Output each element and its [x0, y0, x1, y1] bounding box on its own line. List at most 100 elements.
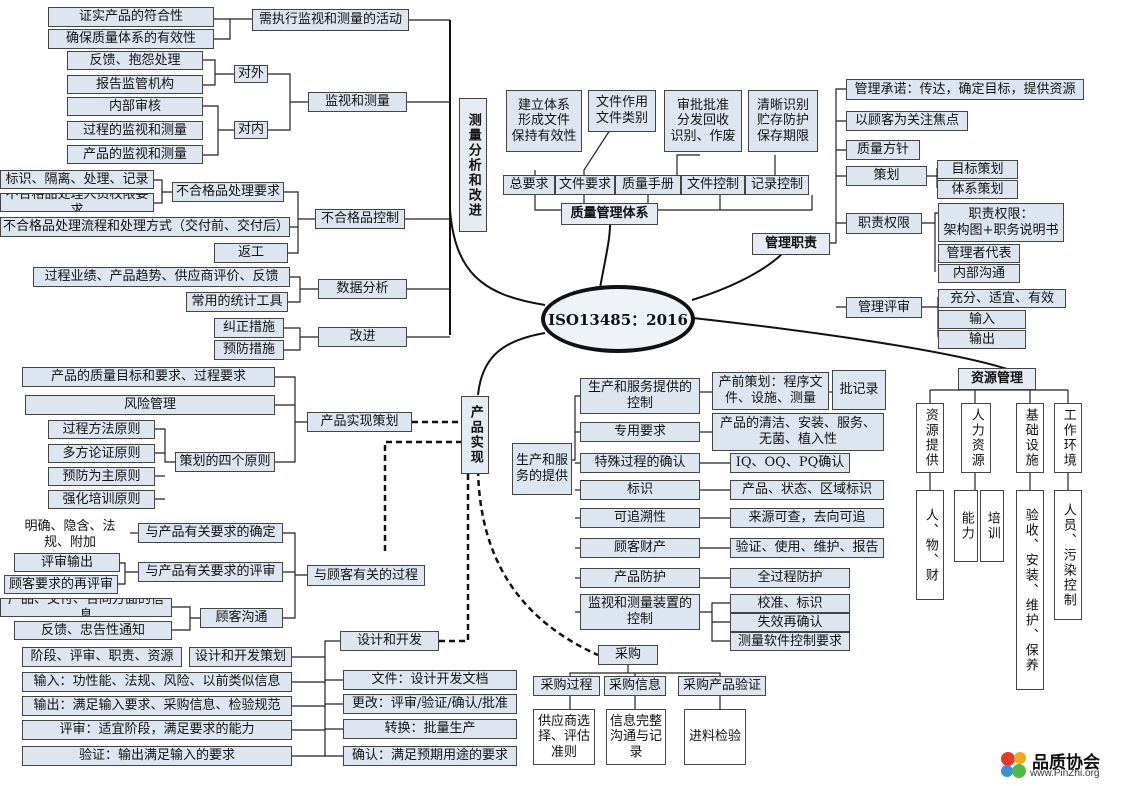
nc-flow: 不合格品处理流程和处理方式（交付前、交付后）: [0, 217, 290, 237]
branch-mgmt: 管理职责: [752, 233, 830, 255]
qms-col-1-items: 建立体系 形成文件 保持有效性: [506, 90, 582, 152]
design-left-4: 评审：适宜阶段，满足要求的能力: [22, 720, 292, 740]
resource-body-4: 人员、污染控制: [1054, 490, 1082, 620]
plan-item-1: 目标策划: [937, 160, 1018, 179]
qms-col-3-label: 质量手册: [615, 175, 681, 195]
production-label: 生产和服务的提供: [512, 443, 572, 495]
planning-item-1: 产品的质量目标和要求、过程要求: [22, 367, 275, 387]
qms-col-4-items: 审批批准 分发回收 识别、作废: [664, 90, 742, 152]
prod-row-1: 生产和服务提供的控制: [580, 378, 700, 414]
internal-item-1: 内部审核: [67, 97, 203, 116]
prod-row-4-detail: 产品、状态、区域标识: [730, 480, 884, 500]
review-output: 评审输出: [14, 553, 120, 572]
customer-label: 与顾客有关的过程: [307, 565, 425, 586]
customer-determine-note: 明确、隐含、法规、附加: [10, 518, 130, 552]
mgmt-auth: 职责权限: [846, 213, 922, 234]
purchase-body-1: 供应商选择、评估准则: [533, 709, 595, 765]
resource-body-1: 人、物、财: [916, 490, 944, 600]
review-item-2: 输入: [938, 310, 1026, 329]
purchase-head-3: 采购产品验证: [678, 676, 766, 696]
auth-item-1: 职责权限： 架构图+职务说明书: [938, 203, 1064, 242]
activity-item-1: 证实产品的符合性: [48, 7, 214, 27]
review-item-3: 输出: [938, 330, 1026, 349]
prod-row-8: 监视和测量装置的控制: [580, 594, 700, 630]
prod-row-2: 专用要求: [580, 422, 700, 442]
data-item-2: 常用的统计工具: [186, 292, 288, 312]
resource-head-1: 资源提供: [916, 403, 944, 473]
design-plan: 设计和开发策划: [189, 647, 292, 667]
principle-1: 过程方法原则: [48, 420, 155, 439]
prod-row-8-detail-1: 校准、标识: [730, 594, 850, 613]
prod-row-6-detail: 验证、使用、维护、报告: [730, 538, 884, 558]
resource-body-2b: 培训: [980, 490, 1004, 562]
resource-head-4: 工作环境: [1054, 403, 1082, 473]
improve-item-1: 纠正措施: [214, 318, 284, 338]
logo: 品质协会 www.PinZhi.org: [998, 746, 1118, 784]
principle-4: 强化培训原则: [48, 490, 155, 509]
customer-comm: 顾客沟通: [200, 608, 283, 628]
purchase-body-2: 信息完整沟通与记录: [606, 709, 666, 765]
nc-req: 不合格品处理要求: [172, 182, 284, 202]
design-right-4: 确认：满足预期用途的要求: [343, 746, 517, 766]
measure-activity: 需执行监视和测量的活动: [252, 9, 409, 31]
mgmt-commit: 管理承诺：传达，确定目标，提供资源: [846, 79, 1084, 100]
internal: 对内: [234, 121, 268, 139]
branch-product: 产品实现: [461, 396, 489, 474]
design-right-2: 更改：评审/验证/确认/批准: [343, 694, 517, 714]
nc-req-item-1: 标识、隔离、处理、记录: [0, 170, 154, 189]
resource-body-2a: 能力: [954, 490, 978, 562]
mgmt-review: 管理评审: [846, 297, 922, 318]
auth-item-3: 内部沟通: [938, 264, 1020, 283]
design-left-3: 输出：满足输入要求、采购信息、检验规范: [22, 696, 292, 716]
customer-determine: 与产品有关要求的确定: [138, 523, 283, 543]
prod-row-1-detail: 产前策划：程序文件、设施、测量: [712, 372, 829, 410]
data-analysis: 数据分析: [318, 279, 407, 299]
data-item-1: 过程业绩、产品趋势、供应商评价、反馈: [33, 267, 290, 287]
external-item-2: 报告监管机构: [67, 75, 203, 94]
logo-url: www.PinZhi.org: [1030, 768, 1100, 779]
prod-row-7-detail: 全过程防护: [730, 568, 850, 588]
purchase-label: 采购: [598, 645, 658, 665]
improve-item-2: 预防措施: [214, 340, 284, 360]
design-left-1: 阶段、评审、职责、资源: [22, 647, 182, 667]
qms-col-5-label: 记录控制: [745, 175, 809, 195]
prod-row-3: 特殊过程的确认: [580, 453, 700, 473]
mgmt-focus: 以顾客为关注焦点: [846, 111, 968, 131]
design-label: 设计和开发: [340, 631, 439, 651]
branch-measure: 测量分析和改进: [459, 98, 487, 232]
pinwheel-icon: [1001, 752, 1026, 778]
mgmt-plan: 策划: [846, 166, 927, 186]
design-right-3: 转换：批量生产: [343, 719, 517, 739]
prod-row-8-detail-2: 失效再确认: [730, 613, 850, 632]
internal-item-3: 产品的监视和测量: [67, 145, 203, 164]
resource-head-3: 基础设施: [1016, 403, 1044, 473]
prod-row-5-detail: 来源可查，去向可追: [730, 508, 884, 528]
qms-col-4-label: 文件控制: [681, 175, 745, 195]
qms-col-5-items: 清晰识别 贮存防护 保存期限: [748, 90, 818, 152]
plan-item-2: 体系策划: [937, 180, 1018, 199]
nc-control: 不合格品控制: [315, 209, 405, 229]
internal-item-2: 过程的监视和测量: [67, 121, 203, 140]
prod-row-4: 标识: [580, 480, 700, 500]
qms-col-2-label: 文件要求: [555, 175, 615, 195]
design-left-2: 输入：功性能、法规、风险、以前类似信息: [22, 672, 292, 692]
branch-resource: 资源管理: [958, 368, 1036, 390]
planning-item-2: 风险管理: [25, 395, 275, 415]
purchase-body-3: 进料检验: [684, 709, 746, 765]
resource-head-2: 人力资源: [961, 403, 991, 473]
logo-name: 品质协会: [1032, 753, 1100, 773]
customer-review: 与产品有关要求的评审: [138, 562, 283, 582]
principle-3: 预防为主原则: [48, 467, 155, 486]
prod-row-8-detail-3: 测量软件控制要求: [730, 632, 850, 651]
external-item-1: 反馈、抱怨处理: [67, 51, 203, 70]
nc-req-item-2: 不合格品处理人员权限要求: [0, 193, 154, 212]
design-left-5: 验证：输出满足输入的要求: [22, 746, 292, 766]
prod-row-1-extra: 批记录: [832, 370, 886, 410]
prod-row-5: 可追溯性: [580, 508, 700, 528]
branch-qms: 质量管理体系: [561, 203, 658, 225]
measure-monitor: 监视和测量: [308, 92, 407, 112]
qms-col-1-label: 总要求: [503, 175, 555, 195]
external: 对外: [234, 65, 268, 83]
